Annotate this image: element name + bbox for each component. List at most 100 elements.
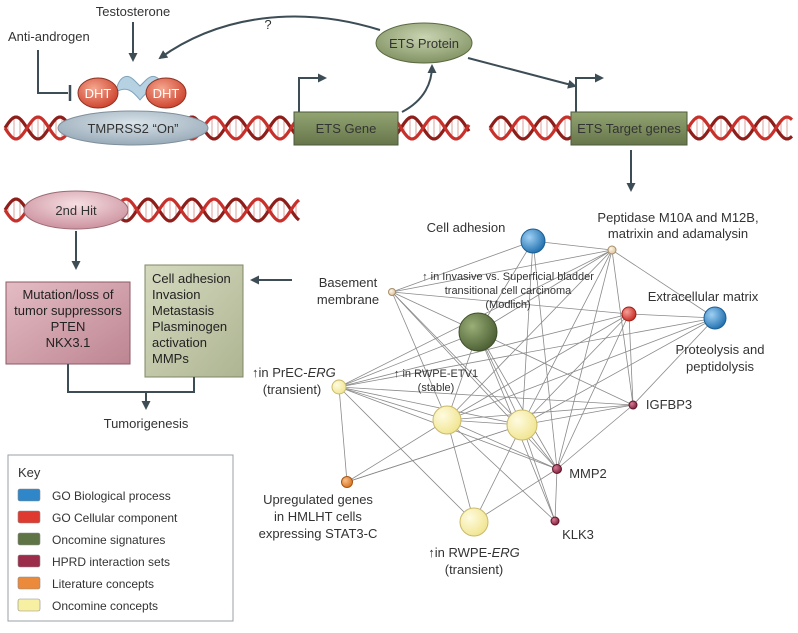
ets-target-genes-box <box>570 111 688 146</box>
label-igfbp3: IGFBP3 <box>646 397 692 412</box>
network-edge <box>446 313 630 421</box>
network-edge <box>521 240 534 426</box>
feedback-question-mark: ? <box>264 17 271 32</box>
ets-gene-promoter-arrow <box>298 73 327 113</box>
network-edge <box>446 419 475 523</box>
key-label: GO Cellular component <box>52 511 178 525</box>
label-prec-erg-prefix: ↑in PrEC- <box>252 365 308 380</box>
label-peptidase-2: matrixin and adamalysin <box>608 226 748 241</box>
tumorigenesis-merge-lines <box>67 364 195 393</box>
network-edge <box>391 291 523 426</box>
network-edge <box>521 404 634 426</box>
network-edge <box>338 386 448 421</box>
label-prec-erg-gene: ERG <box>308 365 336 380</box>
ets-gene-box <box>293 111 399 146</box>
network-edge <box>532 240 613 251</box>
network-edge <box>521 313 630 426</box>
function-line-6: MMPs <box>152 351 189 366</box>
tumorigenesis-label: Tumorigenesis <box>104 416 189 431</box>
testosterone-label: Testosterone <box>96 4 170 19</box>
gene-to-protein-arrow <box>401 64 437 113</box>
network-edge <box>446 317 716 421</box>
label-basement-1: Basement <box>319 275 378 290</box>
dht-left-label: DHT <box>85 86 112 101</box>
dht-right-label: DHT <box>153 86 180 101</box>
label-rwpe-erg: ↑in RWPE-ERG <box>428 545 520 560</box>
node-stat3 <box>341 476 353 488</box>
label-rwpe-etv1-1: ↑ in RWPE-ETV1 <box>394 368 478 380</box>
network-edge <box>521 317 716 426</box>
network-edge <box>628 313 716 319</box>
network-edge <box>477 249 613 333</box>
ets-target-promoter-arrow <box>575 73 604 113</box>
network-edge <box>346 419 448 483</box>
network-edge <box>338 317 716 388</box>
key-title: Key <box>18 465 41 480</box>
network-edge <box>477 331 558 470</box>
node-basement-membrane <box>388 288 396 296</box>
network-edge <box>556 404 634 470</box>
network-edge <box>521 249 613 426</box>
key-swatch <box>17 488 41 502</box>
function-line-4: Plasminogen <box>152 319 227 334</box>
node-proteolysis <box>703 306 727 330</box>
key-swatch <box>17 510 41 524</box>
network-edge <box>338 331 479 388</box>
network-edge <box>446 249 613 421</box>
network-edge <box>338 386 523 426</box>
function-line-2: Invasion <box>152 287 200 302</box>
key-label: GO Biological process <box>52 489 171 503</box>
node-igfbp3 <box>628 400 638 410</box>
network-edge <box>446 404 634 421</box>
node-klk3 <box>550 516 560 526</box>
label-rwpe-erg-prefix: ↑in RWPE- <box>428 545 491 560</box>
label-prec-sub: (transient) <box>263 382 322 397</box>
label-stat3-2: in HMLHT cells <box>274 509 362 524</box>
ets-protein-ellipse <box>375 22 473 64</box>
network-edge <box>473 468 558 523</box>
ets-protein-label: ETS Protein <box>389 36 459 51</box>
label-rwpe-etv1-2: (stable) <box>418 382 455 394</box>
node-prec-erg <box>331 379 347 395</box>
network-edge <box>628 313 634 406</box>
label-prec-erg: ↑in PrEC-ERG <box>252 365 336 380</box>
network-edge <box>521 424 556 522</box>
key-label: Oncomine signatures <box>52 533 165 547</box>
mutation-line-3: PTEN <box>51 319 86 334</box>
label-peptidase-1: Peptidase M10A and M12B, <box>597 210 758 225</box>
key-swatch <box>17 598 41 612</box>
dht-right-ellipse <box>145 77 187 109</box>
label-stat3-1: Upregulated genes <box>263 492 373 507</box>
label-proteolysis-1: Proteolysis and <box>676 342 765 357</box>
network-edges <box>338 240 716 523</box>
label-rwpe-erg-sub: (transient) <box>445 562 504 577</box>
network-edge <box>391 240 534 293</box>
network-edge <box>554 468 558 522</box>
ets-gene-label: ETS Gene <box>316 121 377 136</box>
label-cell-adhesion: Cell adhesion <box>427 220 506 235</box>
label-mmp2: MMP2 <box>569 466 607 481</box>
second-hit-label: 2nd Hit <box>55 203 97 218</box>
network-edge <box>391 291 630 315</box>
network-edge <box>391 291 448 421</box>
node-rwpe-erg <box>459 507 489 537</box>
dht-left-ellipse <box>77 77 119 109</box>
key-swatch <box>17 576 41 590</box>
label-stat3-3: expressing STAT3-C <box>259 526 378 541</box>
label-bladder-3: (Modlich) <box>485 299 530 311</box>
function-line-5: activation <box>152 335 207 350</box>
network-edge <box>446 419 556 522</box>
network-edge <box>556 313 630 470</box>
key-items: GO Biological process GO Cellular compone… <box>17 488 178 613</box>
label-basement-2: membrane <box>317 292 379 307</box>
network-edge <box>391 291 558 470</box>
network-edge <box>632 317 716 406</box>
function-box <box>144 264 244 378</box>
node-rwpe-etv1 <box>432 405 462 435</box>
label-extracellular: Extracellular matrix <box>648 289 759 304</box>
node-mmp2 <box>552 464 562 474</box>
network-edge <box>338 386 634 406</box>
anti-androgen-inhibition-line <box>37 50 68 94</box>
